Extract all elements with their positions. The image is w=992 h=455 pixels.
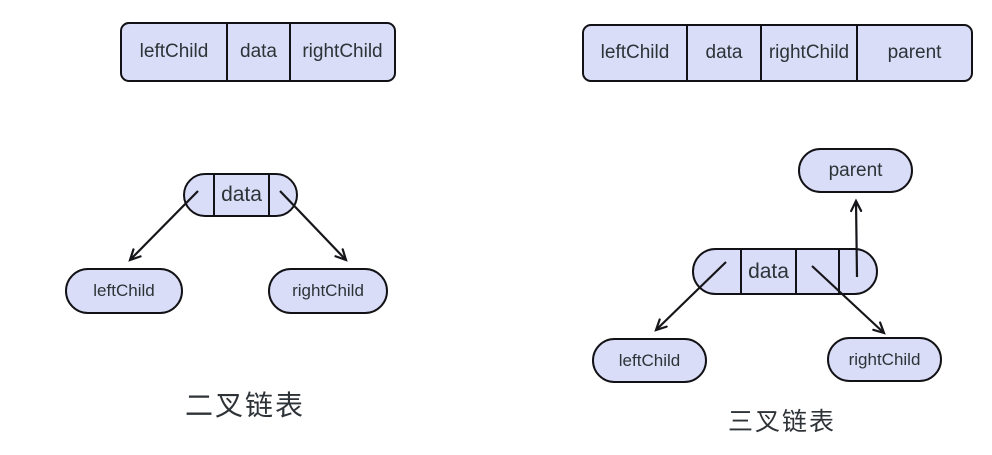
- binary-rightchild-pill: rightChild: [268, 268, 388, 314]
- binary-caption: 二叉链表: [184, 390, 305, 421]
- ternary-record-box: leftChild data rightChild parent: [582, 24, 973, 82]
- ternary-rightchild-pill: rightChild: [827, 337, 942, 382]
- binary-record-cell-data: data: [226, 24, 289, 80]
- ternary-record-cell-data: data: [686, 26, 760, 80]
- ternary-node-leftptr-cell: [694, 250, 740, 293]
- binary-record-cell-leftchild: leftChild: [139, 41, 209, 62]
- binary-record-box: leftChild data rightChild: [120, 22, 396, 82]
- ternary-record-cell-rightchild: rightChild: [760, 26, 856, 80]
- ternary-node-capsule: data: [692, 248, 878, 295]
- ternary-node-data-cell: data: [740, 250, 795, 293]
- binary-node-leftptr-cell: [185, 175, 213, 215]
- ternary-record-cell-parent: parent: [856, 26, 971, 80]
- ternary-record-cell-leftchild: leftChild: [600, 42, 670, 63]
- binary-node-capsule: data: [183, 173, 298, 217]
- ternary-parent-pill: parent: [798, 148, 913, 193]
- ternary-node-parentptr-cell: [838, 250, 876, 293]
- ternary-node-rightptr-cell: [795, 250, 838, 293]
- ternary-caption: 三叉链表: [727, 408, 836, 436]
- binary-record-cell-rightchild: rightChild: [289, 24, 394, 80]
- ternary-leftchild-pill: leftChild: [592, 338, 707, 383]
- binary-leftchild-pill: leftChild: [65, 268, 183, 314]
- binary-node-rightptr-cell: [268, 175, 296, 215]
- binary-node-data-cell: data: [213, 175, 268, 215]
